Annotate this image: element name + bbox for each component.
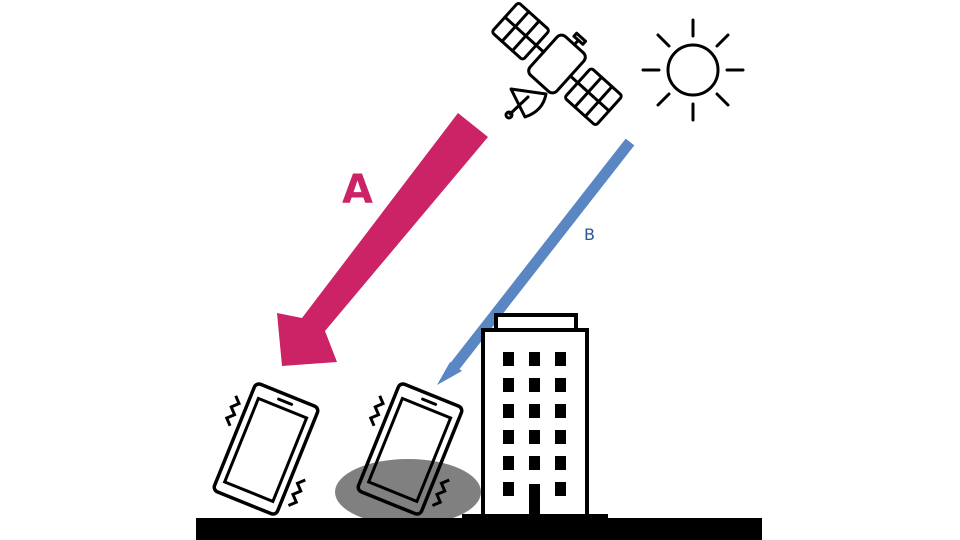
arrow-a-label: A [342, 167, 373, 213]
satellite-icon [491, 2, 623, 126]
arrow-b-head [437, 362, 462, 385]
arrow-a-shape [277, 113, 488, 366]
building-windows [503, 352, 566, 516]
sun-icon [641, 18, 745, 122]
smartphone-icon [212, 382, 320, 516]
arrow-b-label: B [584, 225, 595, 244]
building-icon [462, 313, 608, 518]
arrow-a [277, 113, 488, 366]
smartphone-icon [356, 382, 464, 516]
ground [196, 518, 762, 540]
